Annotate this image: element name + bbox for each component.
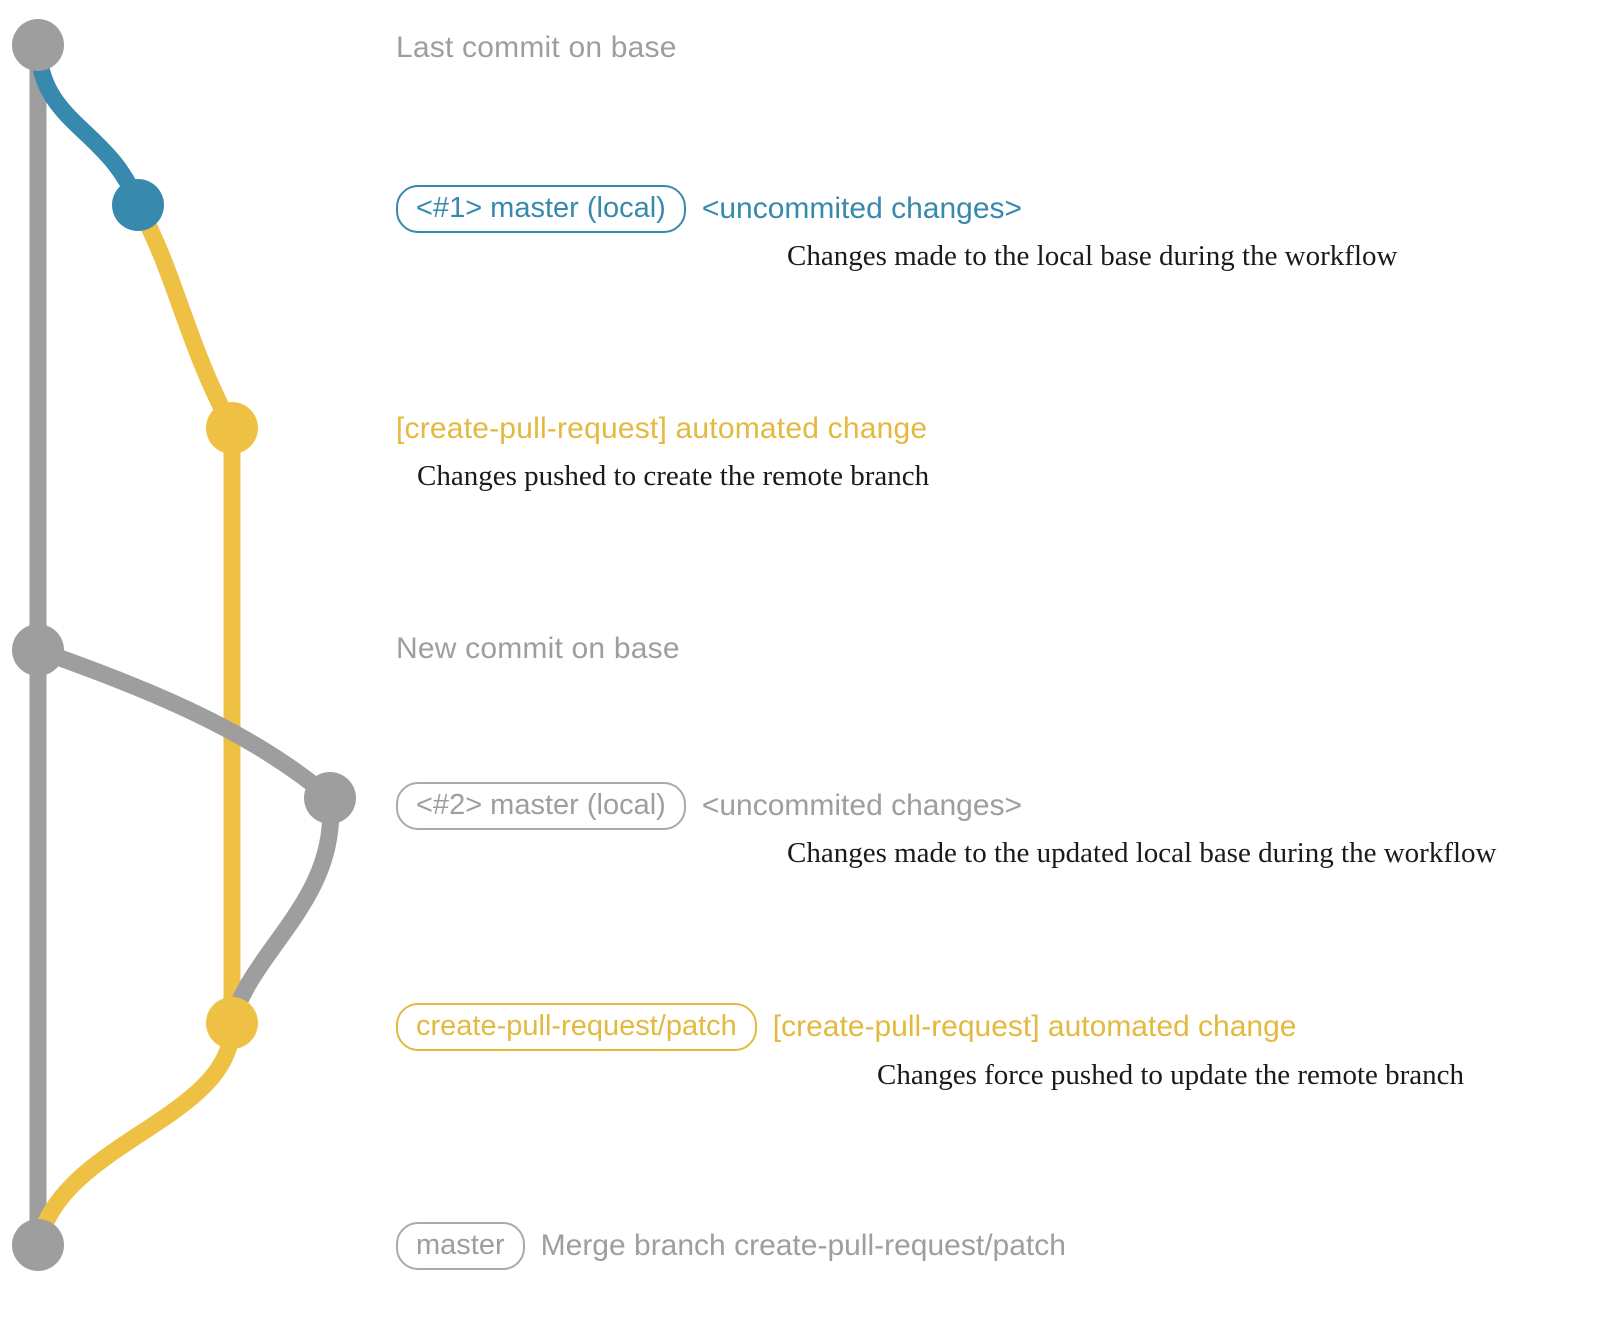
row-automated-change-2: create-pull-request/patch [create-pull-r… (396, 1003, 1297, 1052)
merge-node (12, 1219, 64, 1271)
base-new-node (12, 624, 64, 676)
row-master-local-1: <#1> master (local) <uncommited changes> (396, 185, 1023, 234)
commit-description-master-local-2: Changes made to the updated local base d… (787, 837, 1497, 869)
commit-graph-svg (12, 19, 356, 1271)
patch-commit-node-2 (206, 997, 258, 1049)
commit-subject-master-local-1: <uncommited changes> (701, 192, 1023, 226)
edge-base-to-local-change (29, 36, 147, 214)
commit-description-automated-change-1: Changes pushed to create the remote bran… (417, 460, 930, 492)
branch-badge-master-local-1[interactable]: <#1> master (local) (396, 185, 686, 234)
row-last-commit-on-base: Last commit on base (396, 31, 677, 65)
local-change-node-2 (304, 772, 356, 824)
commit-subject-new-commit-on-base: New commit on base (396, 632, 680, 665)
commit-subject-automated-change-2: [create-pull-request] automated change (772, 1010, 1297, 1044)
base-head-node (12, 19, 64, 71)
branch-badge-master-local-2[interactable]: <#2> master (local) (396, 782, 686, 831)
local-change-node (112, 179, 164, 231)
commit-nodes (12, 19, 356, 1271)
row-master-local-2: <#2> master (local) <uncommited changes> (396, 782, 1023, 831)
commit-subject-master-merge: Merge branch create-pull-request/patch (540, 1229, 1066, 1263)
branch-badge-master[interactable]: master (396, 1222, 525, 1271)
edge-local-change-2-to-patch-2 (223, 789, 340, 1032)
commit-description-master-local-1: Changes made to the local base during th… (787, 240, 1398, 272)
commit-description-automated-change-2: Changes force pushed to update the remot… (877, 1059, 1465, 1091)
commit-subject-last-commit-on-base: Last commit on base (396, 31, 677, 64)
edge-newbase-to-local-change-2 (29, 641, 339, 807)
edge-patch-2-to-merge (29, 1014, 241, 1254)
commit-subject-master-local-2: <uncommited changes> (701, 789, 1023, 823)
commit-subject-automated-change-1: [create-pull-request] automated change (396, 412, 928, 445)
edge-local-change-to-patch (129, 196, 241, 437)
branch-badge-create-pull-request-patch[interactable]: create-pull-request/patch (396, 1003, 757, 1052)
patch-commit-node (206, 402, 258, 454)
row-master-merge: master Merge branch create-pull-request/… (396, 1222, 1066, 1271)
row-new-commit-on-base: New commit on base (396, 632, 680, 666)
row-automated-change-1: [create-pull-request] automated change (396, 412, 927, 446)
